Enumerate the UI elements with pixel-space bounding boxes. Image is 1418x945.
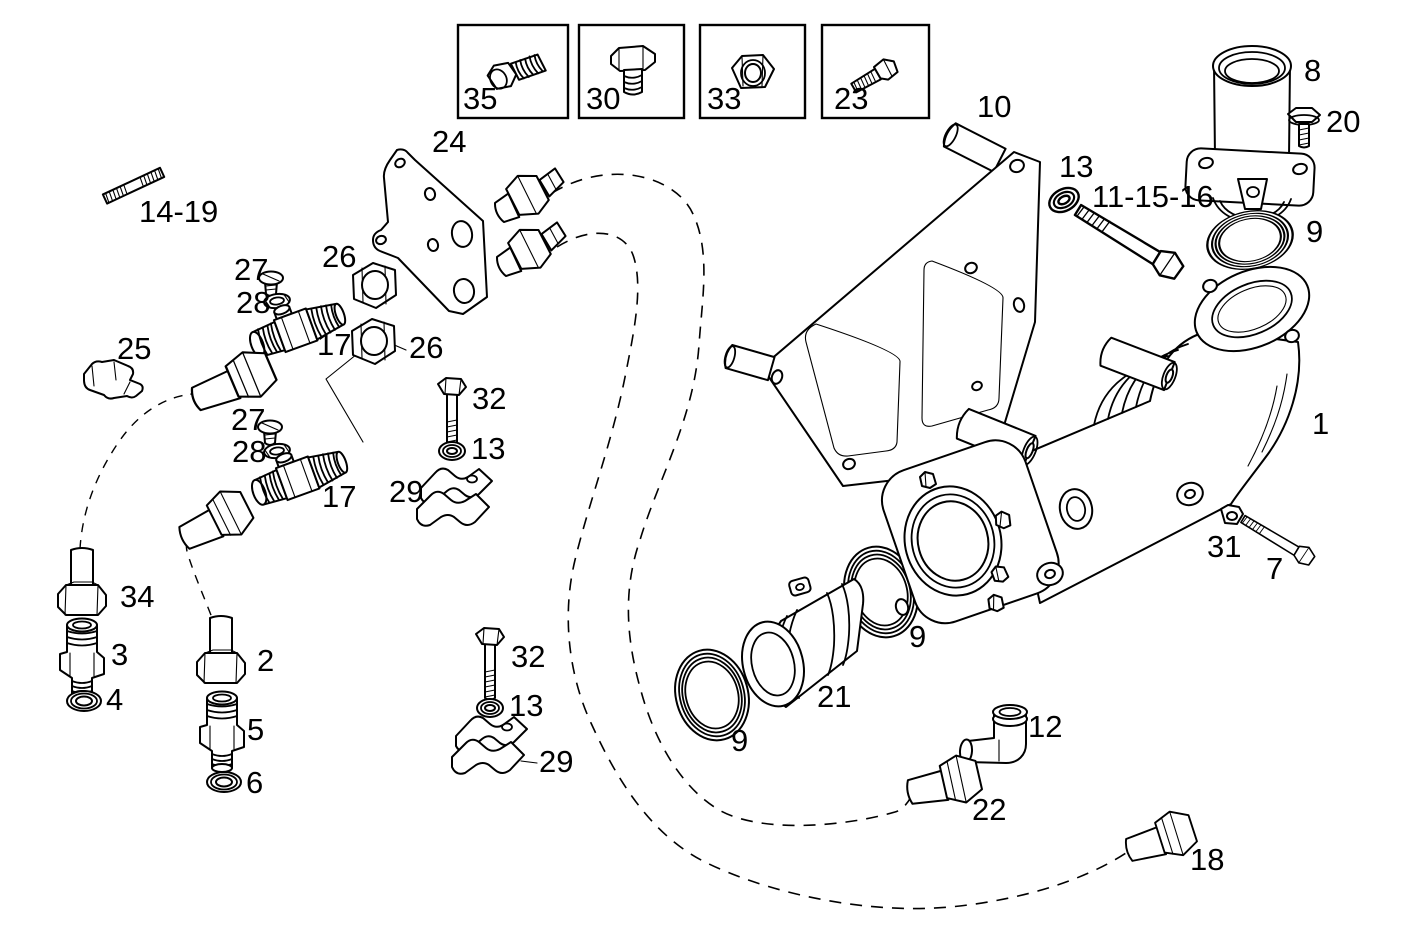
- callout-21: 21: [817, 679, 851, 714]
- part-32-bolt-b: [475, 627, 505, 701]
- callout-11-15-16: 11-15-16: [1092, 179, 1214, 214]
- callout-9c: 9: [731, 723, 748, 758]
- part-32-bolt-a: [437, 377, 467, 451]
- callout-26a: 26: [322, 239, 356, 274]
- hose-lower: [556, 232, 1130, 910]
- part-34-plug: [57, 547, 107, 616]
- part-26-nut-a: [352, 262, 397, 309]
- part-9-seal-top: [1200, 201, 1300, 279]
- callout-2: 2: [257, 643, 274, 678]
- hex-nut-icon: [731, 54, 775, 89]
- callout-18: 18: [1190, 842, 1224, 877]
- part-12-elbow-fitting: [958, 704, 1028, 764]
- callout-22: 22: [972, 792, 1006, 827]
- part-hose-end-lower: [487, 212, 575, 285]
- part-18-hose-fitting: [1118, 805, 1201, 871]
- callout-3: 3: [111, 637, 128, 672]
- callout-26b: 26: [409, 330, 443, 365]
- part-20-bolt: [1287, 107, 1321, 149]
- screw-plug-icon: [610, 45, 656, 96]
- callout-1: 1: [1312, 406, 1329, 441]
- inset-box-35: [456, 23, 570, 120]
- callout-31: 31: [1207, 529, 1241, 564]
- part-25-clip: [83, 359, 144, 400]
- part-2-plug: [196, 615, 246, 684]
- hose-lines: [79, 173, 1130, 910]
- part-4-washer: [66, 690, 102, 712]
- callout-8: 8: [1304, 53, 1321, 88]
- callout-10: 10: [977, 89, 1011, 124]
- part-6-washer: [206, 771, 242, 793]
- part-hose-end-upper: [485, 158, 573, 231]
- hose-upper: [551, 173, 912, 827]
- callout-27a: 27: [234, 252, 268, 287]
- callout-12: 12: [1028, 709, 1062, 744]
- part-8-outlet-pipe: [1184, 45, 1316, 232]
- part-line-union-lower: [169, 482, 259, 559]
- sensor-line-34: [79, 393, 193, 550]
- callout-13c: 13: [1059, 149, 1093, 184]
- callout-5: 5: [247, 712, 264, 747]
- part-26-nut-b: [351, 318, 396, 365]
- callout-14-19: 14-19: [139, 194, 218, 229]
- part-13-washer-a: [438, 441, 466, 461]
- callout-13b: 13: [509, 688, 543, 723]
- callout-33: 33: [707, 81, 741, 116]
- part-1-heat-exchanger: [881, 265, 1311, 625]
- callout-35: 35: [463, 81, 497, 116]
- callout-32a: 32: [472, 381, 506, 416]
- callout-25: 25: [117, 331, 151, 366]
- callout-7: 7: [1266, 551, 1283, 586]
- part-21-sleeve: [741, 576, 865, 708]
- inset-box-33: [698, 23, 807, 120]
- callout-28a: 28: [236, 285, 270, 320]
- callout-20: 20: [1326, 104, 1360, 139]
- callout-6: 6: [246, 765, 263, 800]
- callout-29b: 29: [539, 744, 573, 779]
- callout-30: 30: [586, 81, 620, 116]
- callout-23: 23: [834, 81, 868, 116]
- part-14-19-stud: [101, 166, 166, 205]
- callout-9b: 9: [909, 619, 926, 654]
- part-24-bracket: [372, 148, 488, 315]
- part-3-union: [59, 617, 105, 700]
- callout-29a: 29: [389, 474, 423, 509]
- part-29-clamp-b: [451, 715, 528, 775]
- callout-27b: 27: [231, 402, 265, 437]
- part-31-nut: [1220, 504, 1244, 525]
- hex-bolt-icon: [850, 58, 899, 94]
- part-29-clamp-a: [416, 467, 493, 527]
- sensor-line-2: [185, 527, 218, 632]
- part-13-washer-b: [476, 698, 504, 718]
- callout-32b: 32: [511, 639, 545, 674]
- callout-17b: 17: [322, 479, 356, 514]
- callouts: 35 30 33 23 14-19 24 26 27 28 17 26 25 2…: [106, 53, 1360, 877]
- callout-17a: 17: [317, 327, 351, 362]
- inset-box-23: [820, 23, 931, 120]
- hollow-screw-icon: [486, 53, 547, 90]
- callout-34: 34: [120, 579, 154, 614]
- part-10-bracket: [723, 122, 1041, 487]
- callout-13a: 13: [471, 431, 505, 466]
- callout-24: 24: [432, 124, 466, 159]
- part-5-union: [199, 690, 245, 773]
- callout-4: 4: [106, 682, 123, 717]
- inset-box-30: [577, 23, 686, 120]
- callout-28b: 28: [232, 434, 266, 469]
- callout-9a: 9: [1306, 214, 1323, 249]
